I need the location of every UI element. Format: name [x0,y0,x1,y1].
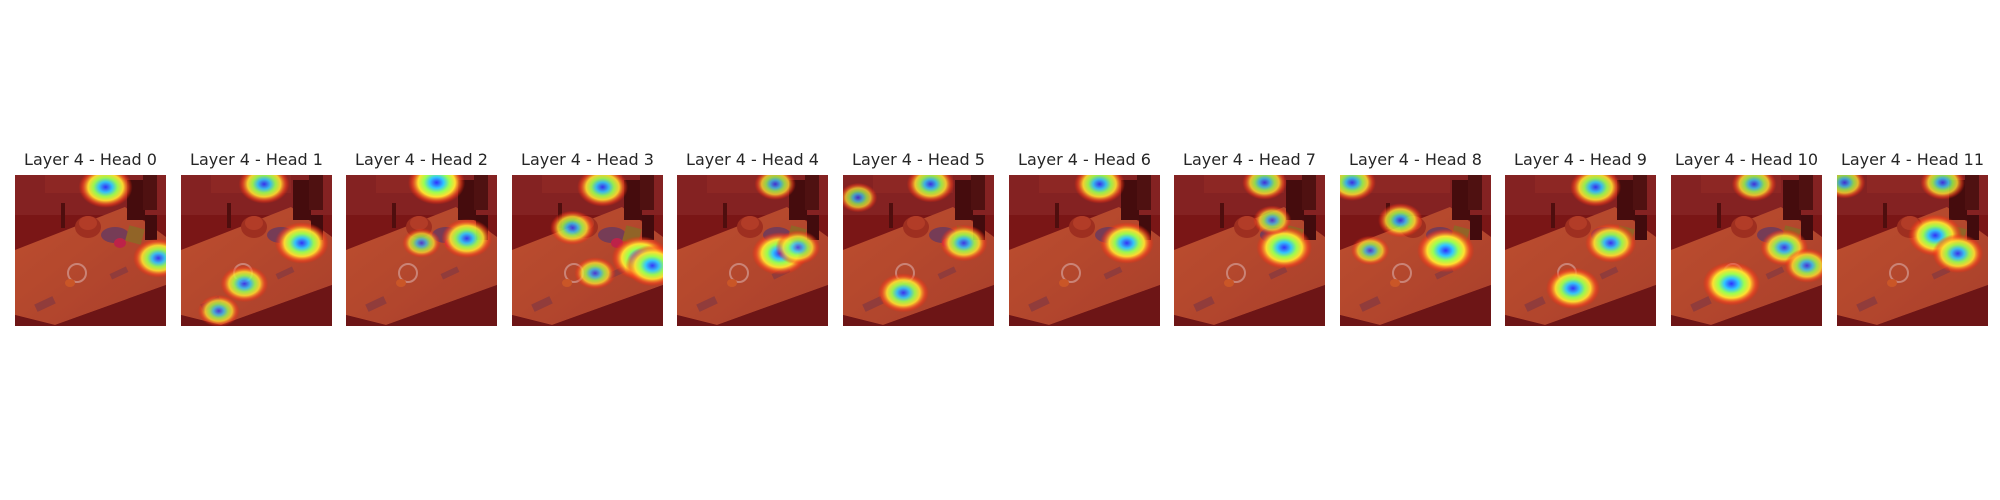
attention-panel: Layer 4 - Head 0 [15,150,166,326]
attention-panel: Layer 4 - Head 2 [346,150,497,326]
attention-heatmap-image [1009,175,1160,326]
attention-panel: Layer 4 - Head 8 [1340,150,1491,326]
attention-heatmap-image [15,175,166,326]
attention-heatmap-image [181,175,332,326]
panel-title: Layer 4 - Head 4 [686,150,819,169]
attention-heatmap-image [1837,175,1988,326]
panel-title: Layer 4 - Head 7 [1183,150,1316,169]
panel-title: Layer 4 - Head 2 [355,150,488,169]
attention-panel: Layer 4 - Head 11 [1837,150,1988,326]
attention-heatmap-image [346,175,497,326]
attention-panel: Layer 4 - Head 4 [677,150,828,326]
attention-heatmap-image [1671,175,1822,326]
attention-panel: Layer 4 - Head 10 [1671,150,1822,326]
panel-title: Layer 4 - Head 10 [1674,150,1819,169]
attention-panel: Layer 4 - Head 1 [181,150,332,326]
attention-heatmap-image [1174,175,1325,326]
attention-heatmap-image [512,175,663,326]
panel-title: Layer 4 - Head 9 [1514,150,1647,169]
panel-title: Layer 4 - Head 0 [24,150,157,169]
attention-panel: Layer 4 - Head 7 [1174,150,1325,326]
panel-title: Layer 4 - Head 5 [852,150,985,169]
attention-panel: Layer 4 - Head 9 [1505,150,1656,326]
panel-title: Layer 4 - Head 1 [190,150,323,169]
attention-head-grid: Layer 4 - Head 0 Layer 4 - Head 1 [15,150,1988,326]
attention-heatmap-image [843,175,994,326]
attention-panel: Layer 4 - Head 6 [1009,150,1160,326]
panel-title: Layer 4 - Head 6 [1018,150,1151,169]
attention-panel: Layer 4 - Head 3 [512,150,663,326]
attention-heatmap-image [677,175,828,326]
attention-panel: Layer 4 - Head 5 [843,150,994,326]
panel-title: Layer 4 - Head 8 [1349,150,1482,169]
attention-heatmap-image [1505,175,1656,326]
panel-title: Layer 4 - Head 11 [1840,150,1985,169]
panel-title: Layer 4 - Head 3 [521,150,654,169]
attention-heatmap-image [1340,175,1491,326]
